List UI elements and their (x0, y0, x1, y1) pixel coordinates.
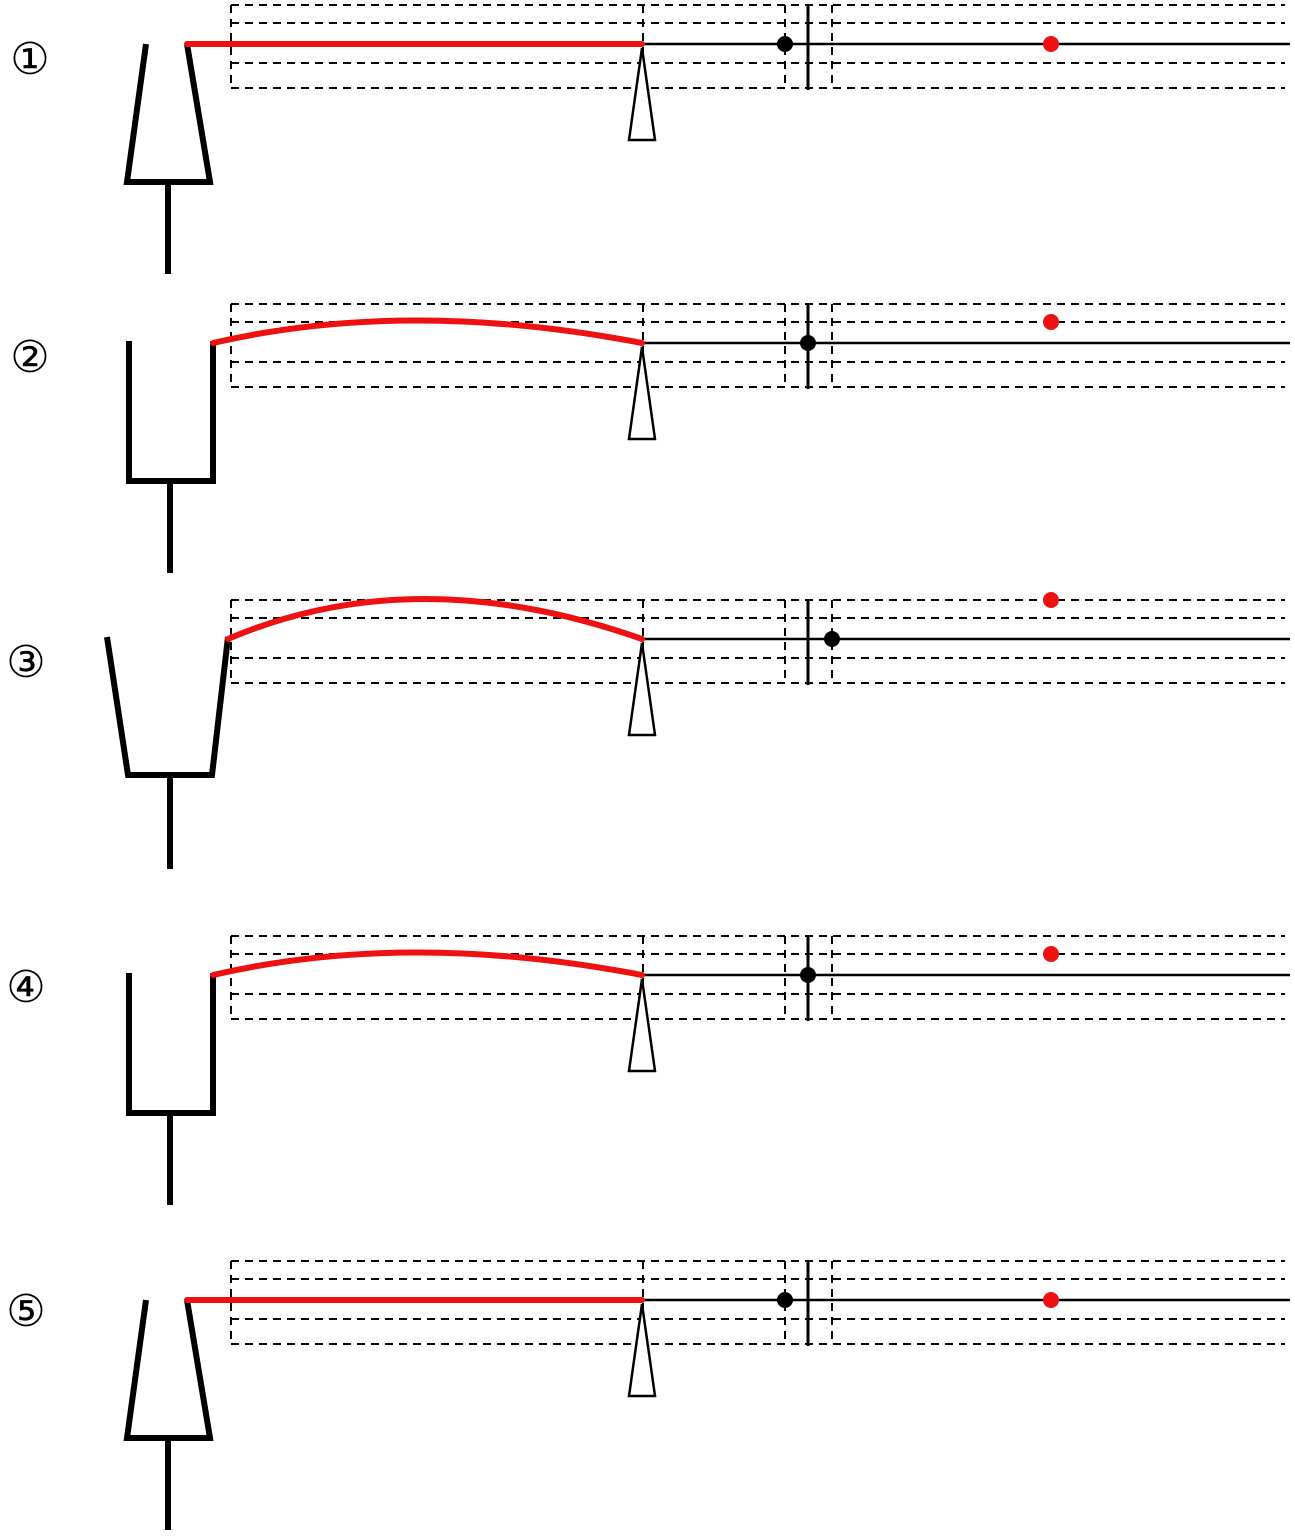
dashed-guides (230, 303, 1285, 388)
black-dot (800, 967, 816, 983)
step-label-3: ③ (6, 637, 46, 688)
step-label-4: ④ (6, 962, 46, 1013)
panel-2 (126, 303, 1290, 573)
dashed-guides (230, 4, 1285, 89)
dashed-guides (230, 935, 1285, 1020)
black-dot (800, 335, 816, 351)
panel-4 (126, 935, 1290, 1205)
black-dot (824, 631, 840, 647)
red-dot (1043, 314, 1059, 330)
pivot-triangle (627, 1303, 657, 1398)
cup (126, 973, 216, 1116)
cup (123, 1299, 214, 1441)
pivot-triangle (627, 346, 657, 441)
panel-1 (123, 4, 1290, 274)
red-dot (1043, 1292, 1059, 1308)
dashed-guides (230, 599, 1285, 684)
red-beam (210, 949, 645, 978)
pivot-triangle (627, 47, 657, 142)
cup (126, 341, 216, 484)
step-label-5: ⑤ (6, 1286, 46, 1337)
black-dot (777, 1292, 793, 1308)
black-dot (777, 36, 793, 52)
red-beam (225, 596, 645, 642)
pivot-triangle (627, 978, 657, 1073)
panel-5 (123, 1260, 1290, 1530)
red-dot (1043, 36, 1059, 52)
panel-3 (104, 592, 1290, 869)
red-beam (210, 317, 645, 346)
step-label-2: ② (10, 332, 50, 383)
step-label-1: ① (10, 34, 50, 85)
cup (104, 636, 231, 778)
red-dot (1043, 946, 1059, 962)
cup (123, 43, 214, 185)
pivot-triangle (627, 642, 657, 737)
dashed-guides (230, 1260, 1285, 1345)
red-dot (1043, 592, 1059, 608)
